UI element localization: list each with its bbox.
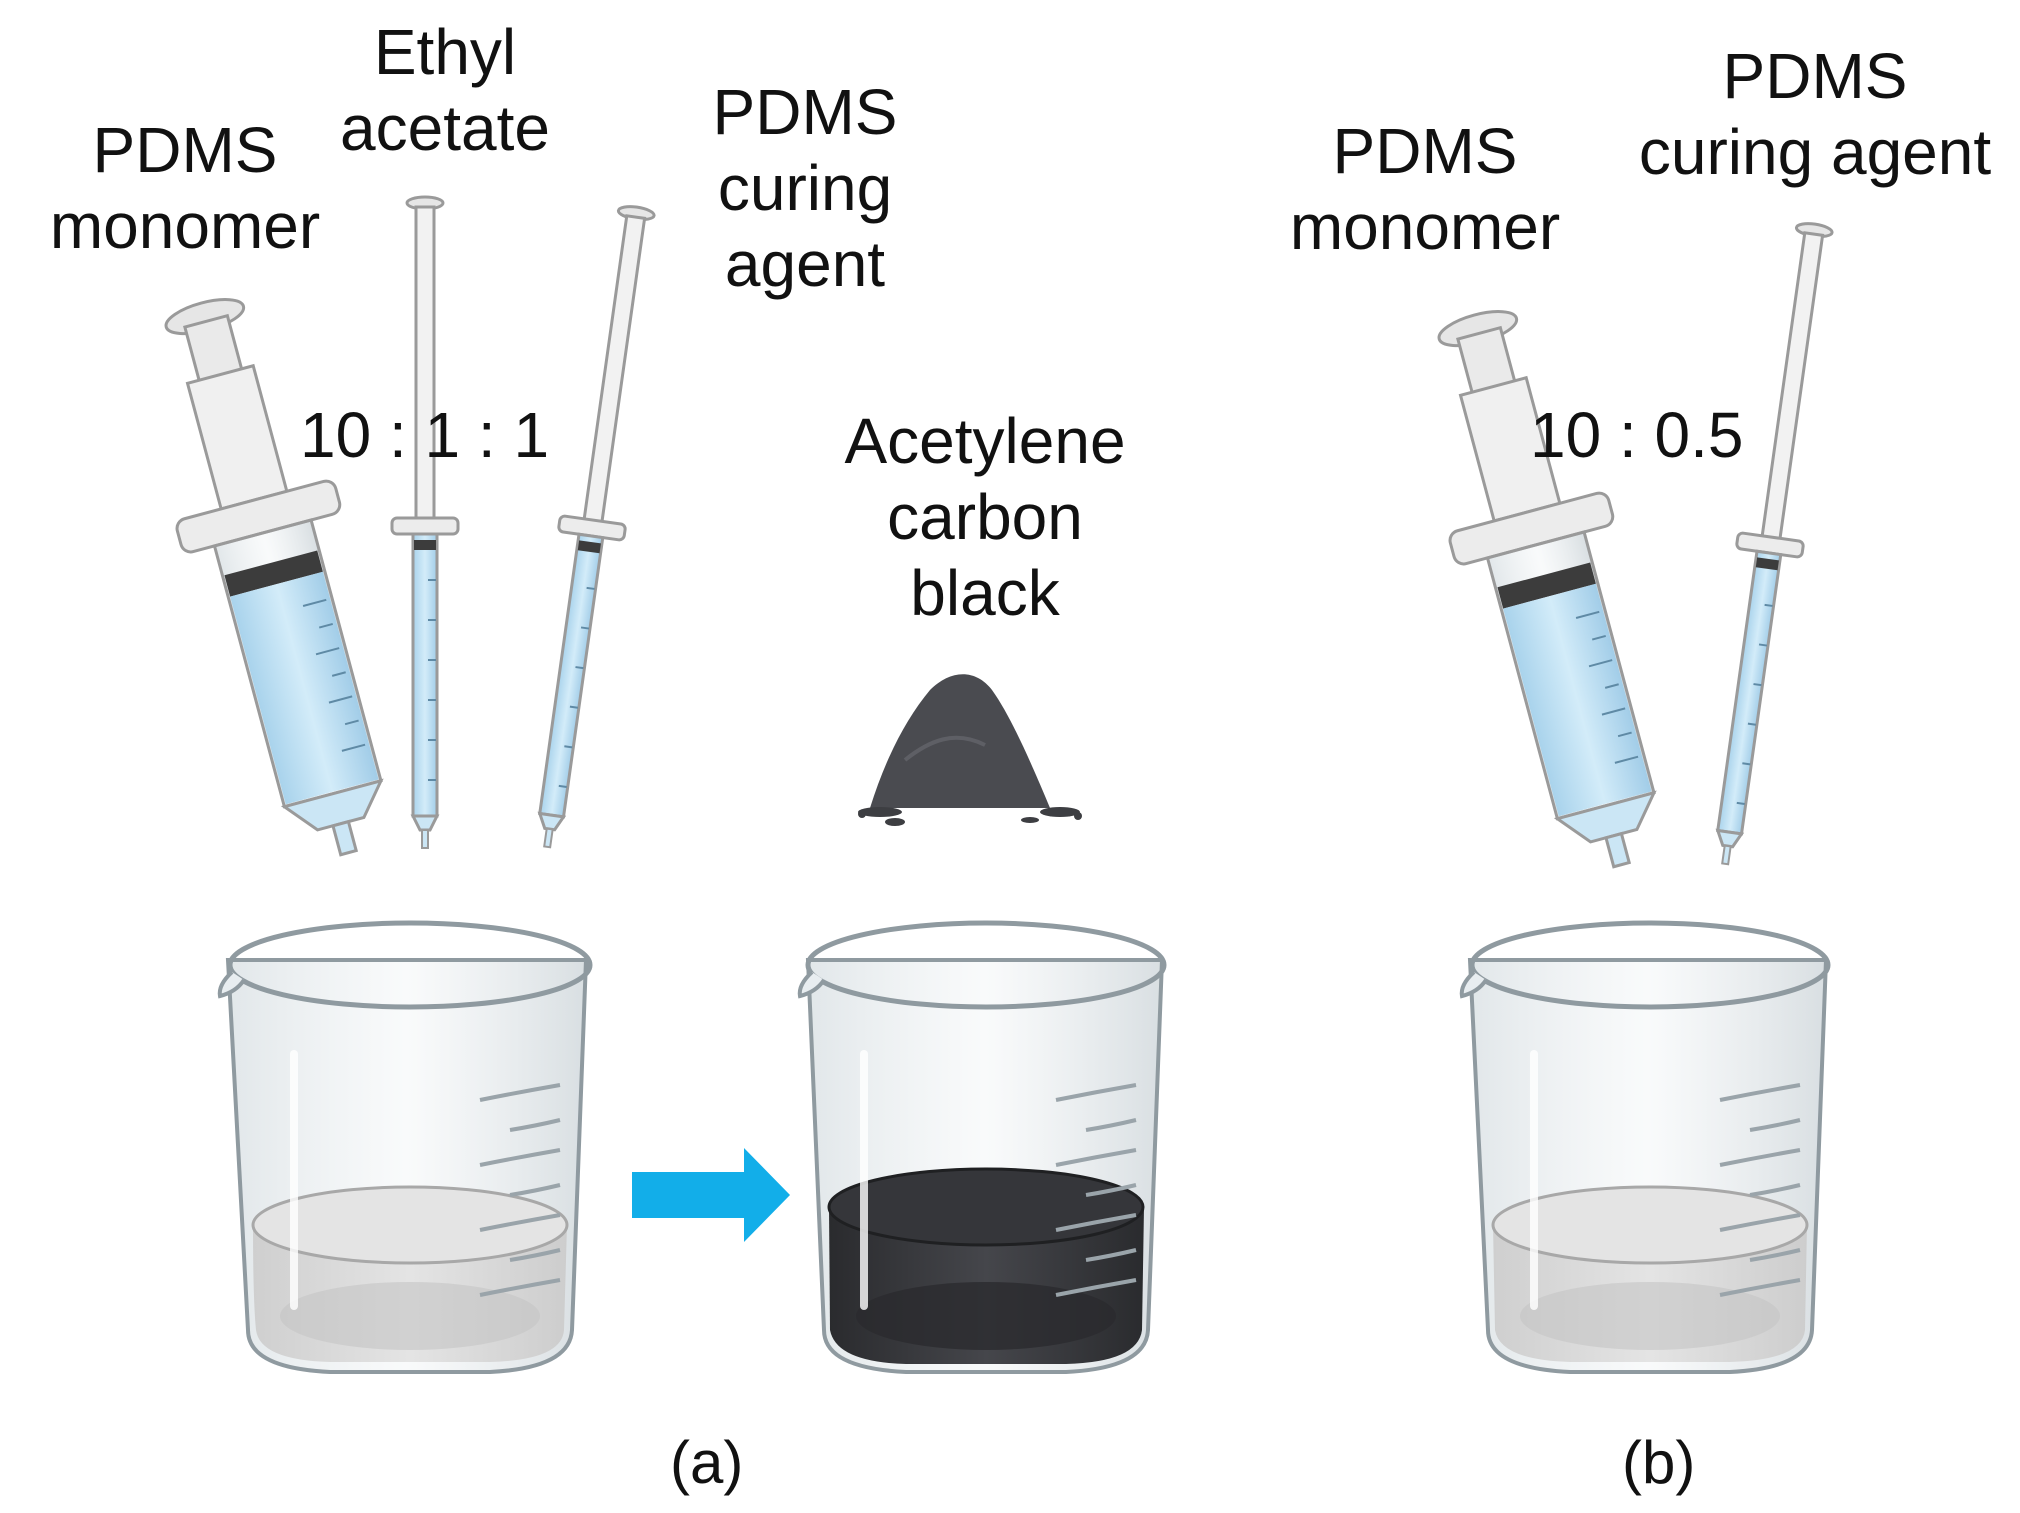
label-pdms-monomer-b: PDMS monomer: [1280, 113, 1570, 265]
label-line: Acetylene: [844, 405, 1126, 477]
label-line: monomer: [1289, 191, 1561, 263]
label-line: PDMS: [1722, 40, 1908, 112]
label-pdms-curing-agent-b: PDMS curing agent: [1620, 38, 2010, 190]
label-line: PDMS: [92, 114, 278, 186]
label-acetylene-carbon-black: Acetylene carbon black: [820, 403, 1150, 631]
label-line: acetate: [340, 92, 550, 164]
label-line: agent: [724, 228, 886, 300]
panel-caption-b: (b): [1622, 1429, 1696, 1496]
label-line: curing agent: [1638, 116, 1992, 188]
curing-syringe-b: [1715, 222, 1834, 866]
label-line: PDMS: [712, 76, 898, 148]
label-line: Ethyl: [373, 16, 517, 88]
label-line: carbon: [887, 481, 1083, 553]
panel-caption-a: (a): [670, 1429, 744, 1496]
label-line: black: [910, 557, 1060, 629]
label-line: PDMS: [1332, 115, 1518, 187]
label-ethyl-acetate: Ethyl acetate: [320, 14, 570, 166]
curing-syringe-a: [537, 205, 656, 849]
label-pdms-curing-agent-a: PDMS curing agent: [690, 74, 920, 302]
process-arrow: [632, 1148, 790, 1242]
carbon-black-powder: [858, 674, 1082, 826]
monomer-syringe-b: [1437, 310, 1657, 869]
monomer-syringe-a: [164, 298, 384, 857]
beaker-clear-mixture-b: [1459, 920, 1831, 1374]
label-pdms-monomer-a: PDMS monomer: [40, 112, 330, 264]
ratio-b: 10 : 0.5: [1530, 399, 1744, 471]
beaker-carbon-mixture-a: [797, 920, 1167, 1374]
beaker-clear-mixture-a: [217, 920, 593, 1374]
label-line: curing: [717, 152, 893, 224]
ratio-a: 10 : 1 : 1: [300, 399, 550, 471]
solvent-syringe-a: [390, 195, 460, 849]
label-line: monomer: [49, 190, 321, 262]
